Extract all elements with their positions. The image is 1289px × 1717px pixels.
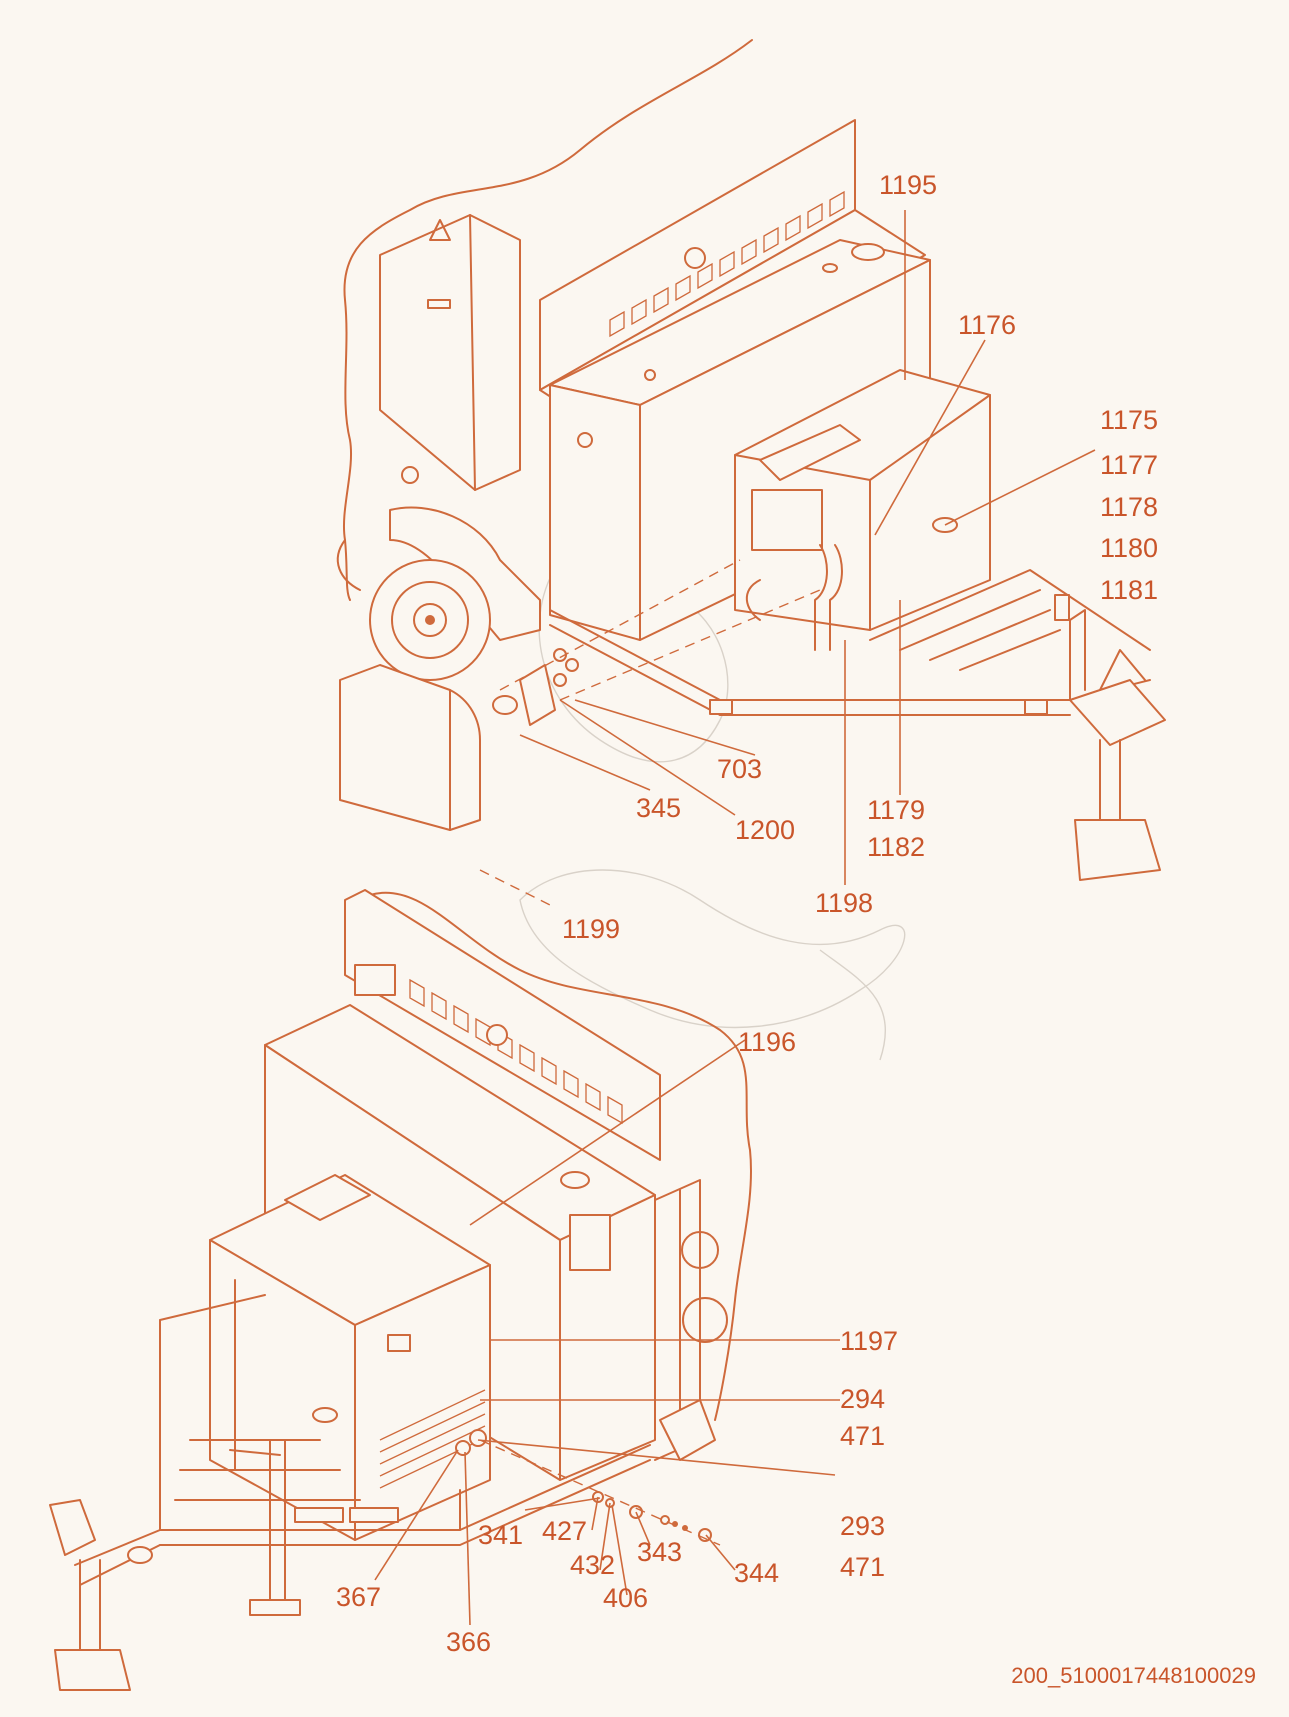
jack-foot-bottom	[54, 1649, 131, 1691]
callout-1179: 1179	[867, 795, 926, 825]
generator-module-top	[734, 369, 991, 631]
bottom-generator-assembly	[49, 889, 752, 1691]
callout-293: 293	[840, 1511, 886, 1541]
callout-1180: 1180	[1100, 533, 1159, 563]
callout-345: 345	[636, 793, 682, 823]
callout-471-upper: 471	[840, 1421, 886, 1451]
callout-471-lower: 471	[840, 1552, 886, 1582]
callout-1181: 1181	[1100, 575, 1159, 605]
louvres-top	[609, 190, 845, 338]
tow-hitch-top	[1069, 679, 1166, 746]
break-line-top	[343, 39, 753, 601]
jack-stand-bottom	[269, 1439, 286, 1611]
callout-367: 367	[336, 1582, 382, 1612]
rear-enclosure-bottom	[344, 889, 661, 1161]
exhaust-pipe-top	[814, 544, 828, 651]
callout-1197: 1197	[840, 1326, 899, 1356]
callout-294: 294	[840, 1384, 886, 1414]
callout-1195: 1195	[879, 170, 938, 200]
callout-1200: 1200	[735, 815, 796, 845]
callout-343: 343	[637, 1537, 683, 1567]
top-generator-assembly	[336, 39, 1166, 906]
logo-badge-bottom	[486, 1024, 508, 1046]
callout-703: 703	[717, 754, 763, 784]
drawing-id: 200_5100017448100029	[1011, 1663, 1256, 1688]
callout-1199: 1199	[562, 914, 621, 944]
callout-1196: 1196	[738, 1027, 797, 1057]
break-line-bottom	[369, 891, 752, 1421]
callout-1198: 1198	[815, 888, 874, 918]
callout-1176: 1176	[958, 310, 1017, 340]
logo-badge-top	[684, 247, 706, 269]
jack-foot-top	[1074, 819, 1161, 881]
callout-1182: 1182	[867, 832, 926, 862]
callout-432: 432	[570, 1550, 616, 1580]
leader-lines-top	[519, 210, 1096, 885]
tow-hitch-bottom	[49, 1499, 96, 1556]
fuel-cap-bottom	[560, 1171, 590, 1189]
callout-1178: 1178	[1100, 492, 1159, 522]
leader-lines-bottom	[374, 1039, 840, 1626]
callout-406: 406	[603, 1583, 649, 1613]
fuel-cap-top	[851, 243, 885, 261]
louvres-bottom	[409, 978, 623, 1125]
callout-344: 344	[734, 1558, 780, 1588]
control-box	[379, 214, 521, 491]
mounting-bracket	[519, 664, 556, 726]
watermark-illustration	[519, 559, 906, 1061]
callout-1177: 1177	[1100, 450, 1159, 480]
fender-cover-1199	[339, 664, 481, 831]
callout-366: 366	[446, 1627, 492, 1657]
callout-1175: 1175	[1100, 405, 1159, 435]
trailer-frame-bottom	[159, 1294, 461, 1531]
callout-427: 427	[542, 1516, 588, 1546]
callout-341: 341	[478, 1520, 524, 1550]
